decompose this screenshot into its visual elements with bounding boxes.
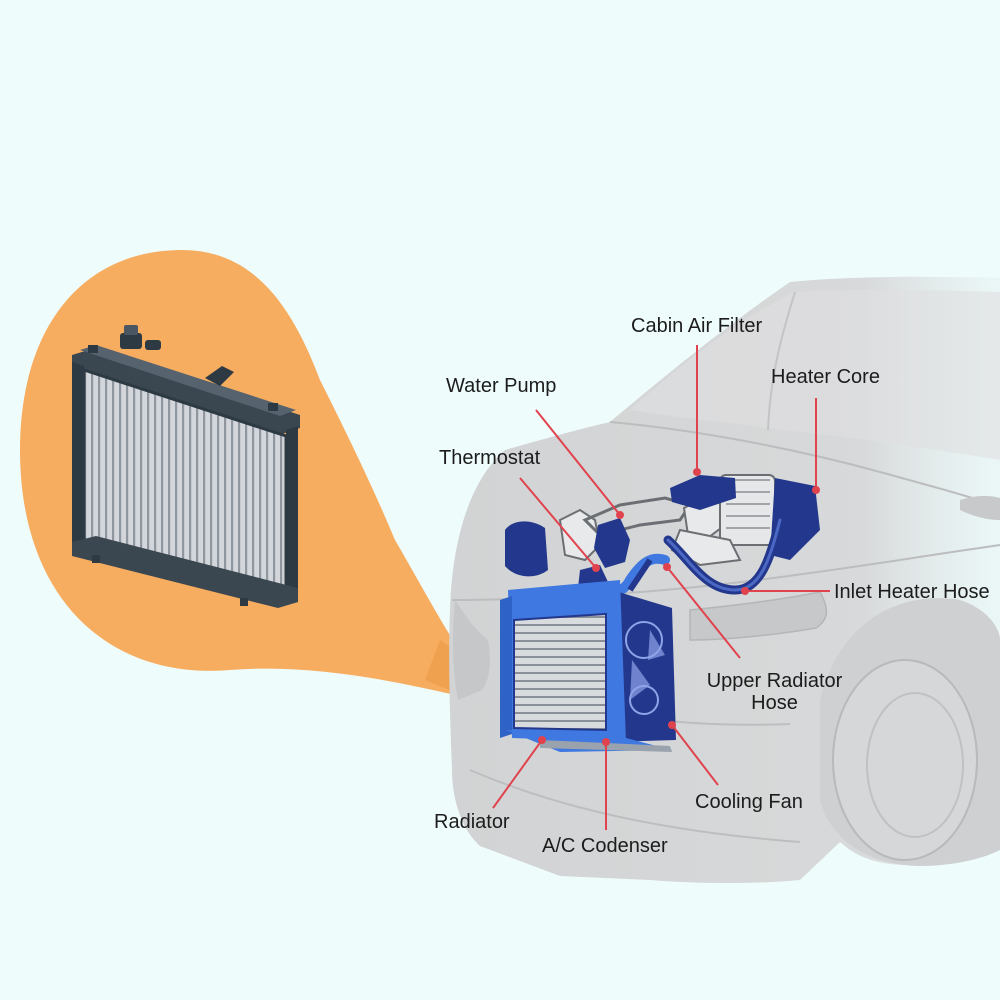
label-water-pump: Water Pump	[446, 375, 557, 397]
label-inlet-heater-hose: Inlet Heater Hose	[834, 581, 990, 603]
leader-thermostat	[519, 477, 597, 569]
engine-components	[500, 474, 820, 752]
label-upper-radiator-hose: Upper Radiator Hose	[702, 670, 847, 714]
label-radiator: Radiator	[434, 811, 510, 833]
label-upper-radiator-hose-line1: Upper Radiator	[706, 670, 843, 692]
leader-radiator	[492, 739, 543, 809]
label-heater-core: Heater Core	[771, 366, 880, 388]
label-upper-radiator-hose-line2: Hose	[751, 692, 798, 714]
leader-upper-radiator-hose	[666, 566, 741, 659]
leader-lines	[492, 345, 830, 830]
leader-dots	[538, 468, 820, 746]
leader-cooling-fan	[671, 724, 719, 786]
radiator-illustration	[72, 325, 300, 608]
label-cabin-air-filter: Cabin Air Filter	[631, 315, 763, 337]
leader-water-pump	[535, 409, 621, 516]
label-cooling-fan: Cooling Fan	[695, 791, 803, 813]
label-ac-condenser: A/C Codenser	[542, 835, 668, 857]
label-thermostat: Thermostat	[439, 447, 541, 469]
